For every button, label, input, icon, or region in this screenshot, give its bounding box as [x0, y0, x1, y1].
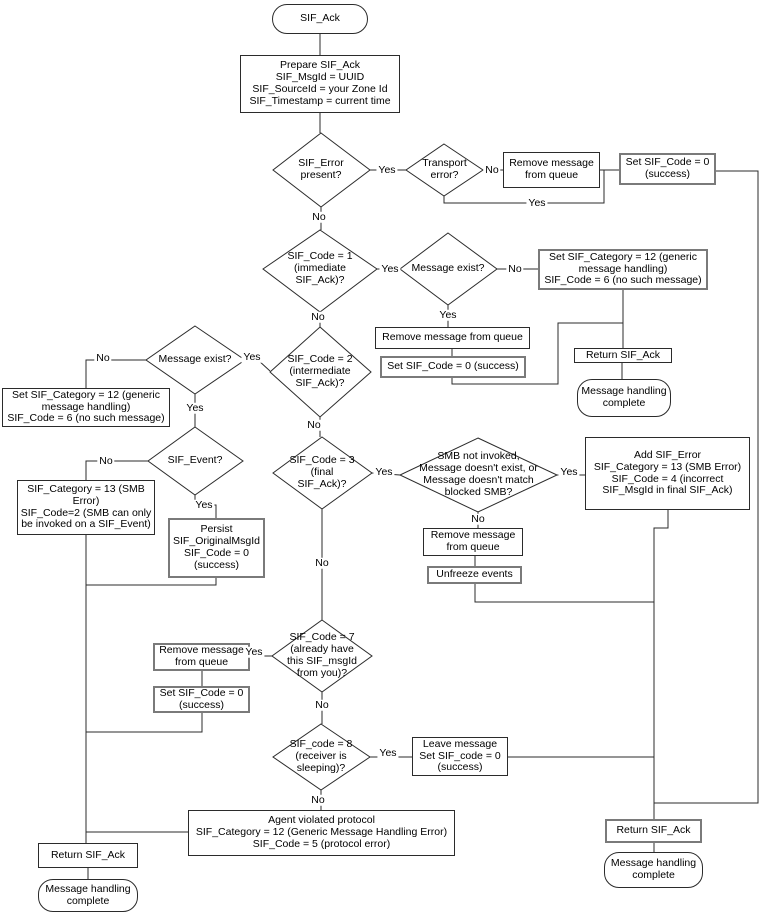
decision-code7-already-have: SIF_Code = 7 (already have this SIF_msgI… [286, 631, 358, 679]
decision-shape-sif-error [272, 132, 371, 208]
process-set-code0-left: Set SIF_Code = 0 (success) [153, 686, 250, 713]
decision-shape-code7 [271, 619, 373, 693]
edge-label-no: No [309, 793, 327, 806]
connector [654, 170, 759, 804]
terminator-start: SIF_Ack [272, 4, 368, 34]
terminator-complete-bottom-left: Message handling complete [38, 879, 138, 912]
edge-label-no: No [310, 210, 328, 223]
edge-label-no: No [97, 454, 115, 467]
decision-code2-intermediate: SIF_Code = 2 (intermediate SIF_Ack)? [287, 353, 353, 389]
terminator-complete-bottom-right: Message handling complete [604, 852, 703, 888]
terminator-complete-mid: Message handling complete [577, 379, 671, 417]
decision-shape-msg-exist-left [145, 325, 246, 395]
edge-label-yes: Yes [437, 308, 459, 321]
connector [451, 322, 623, 385]
decision-code1-immediate: SIF_Code = 1 (immediate SIF_Ack)? [287, 250, 353, 286]
process-set-cat12-right: Set SIF_Category = 12 (generic message h… [538, 249, 708, 290]
edge-label-yes: Yes [373, 465, 395, 478]
process-prepare-sif-ack: Prepare SIF_Ack SIF_MsgId = UUID SIF_Sou… [240, 55, 400, 113]
decision-message-exist-top: Message exist? [411, 262, 485, 275]
process-cat13-smb-error: SIF_Category = 13 (SMB Error) SIF_Code=2… [17, 480, 155, 535]
decision-code8-receiver-sleeping: SIF_code = 8 (receiver is sleeping)? [289, 738, 353, 774]
process-return-ack-bottom-left: Return SIF_Ack [38, 843, 138, 868]
process-remove-queue-left: Remove message from queue [153, 643, 250, 671]
decision-sif-error-present: SIF_Error present? [298, 157, 344, 181]
process-agent-violated-protocol: Agent violated protocol SIF_Category = 1… [188, 810, 455, 856]
edge-label-no: No [94, 351, 112, 364]
process-return-ack-mid: Return SIF_Ack [574, 348, 672, 363]
edge-label-no: No [305, 418, 323, 431]
decision-shape-code2 [269, 326, 372, 418]
edge-label-yes: Yes [377, 746, 399, 759]
decision-transport-error: Transport error? [422, 157, 467, 181]
decision-shape-msg-exist-top [399, 232, 498, 306]
edge-label-no: No [483, 163, 501, 176]
decision-shape-code3 [272, 436, 373, 510]
decision-shape-sif-event [147, 426, 244, 496]
edge-label-no: No [506, 262, 524, 275]
process-add-sif-error: Add SIF_Error SIF_Category = 13 (SMB Err… [585, 437, 750, 510]
connector [85, 460, 148, 480]
process-persist-original-msgid: Persist SIF_OriginalMsgId SIF_Code = 0 (… [168, 518, 265, 578]
decision-message-exist-left: Message exist? [158, 353, 232, 366]
process-set-code0-top: Set SIF_Code = 0 (success) [619, 153, 716, 185]
connector [85, 359, 146, 388]
connector [443, 170, 605, 204]
edge-label-yes: Yes [526, 196, 548, 209]
process-unfreeze-events: Unfreeze events [427, 566, 522, 584]
decision-code3-final: SIF_Code = 3 (final SIF_Ack)? [289, 454, 355, 490]
edge-label-no: No [309, 310, 327, 323]
edge-label-no: No [313, 698, 331, 711]
edge-label-yes: Yes [379, 262, 401, 275]
edge-label-yes: Yes [243, 645, 265, 658]
process-remove-queue-mid: Remove message from queue [375, 327, 530, 349]
edge-label-yes: Yes [558, 465, 580, 478]
decision-sif-event: SIF_Event? [167, 454, 223, 467]
connector [653, 510, 669, 819]
connector [86, 578, 217, 586]
edge-label-yes: Yes [241, 350, 263, 363]
decision-shape-smb-check [398, 437, 559, 513]
connector [474, 584, 654, 603]
process-remove-queue-smb: Remove message from queue [423, 528, 523, 556]
edge-label-no: No [313, 556, 331, 569]
process-set-cat12-left: Set SIF_Category = 12 (generic message h… [2, 388, 170, 427]
decision-shape-transport-error [405, 143, 484, 197]
edge-label-no: No [469, 512, 487, 525]
process-remove-queue-top: Remove message from queue [503, 152, 600, 188]
edge-label-yes: Yes [184, 401, 206, 414]
edge-label-yes: Yes [193, 498, 215, 511]
decision-smb-check: SMB not invoked, Message doesn't exist, … [419, 450, 538, 498]
process-set-code0-mid: Set SIF_Code = 0 (success) [380, 356, 526, 378]
process-leave-message: Leave message Set SIF_code = 0 (success) [412, 737, 508, 776]
connector [86, 713, 203, 733]
process-return-ack-bottom-right: Return SIF_Ack [605, 819, 702, 843]
decision-shape-code8 [272, 723, 371, 791]
edge-label-yes: Yes [376, 163, 398, 176]
